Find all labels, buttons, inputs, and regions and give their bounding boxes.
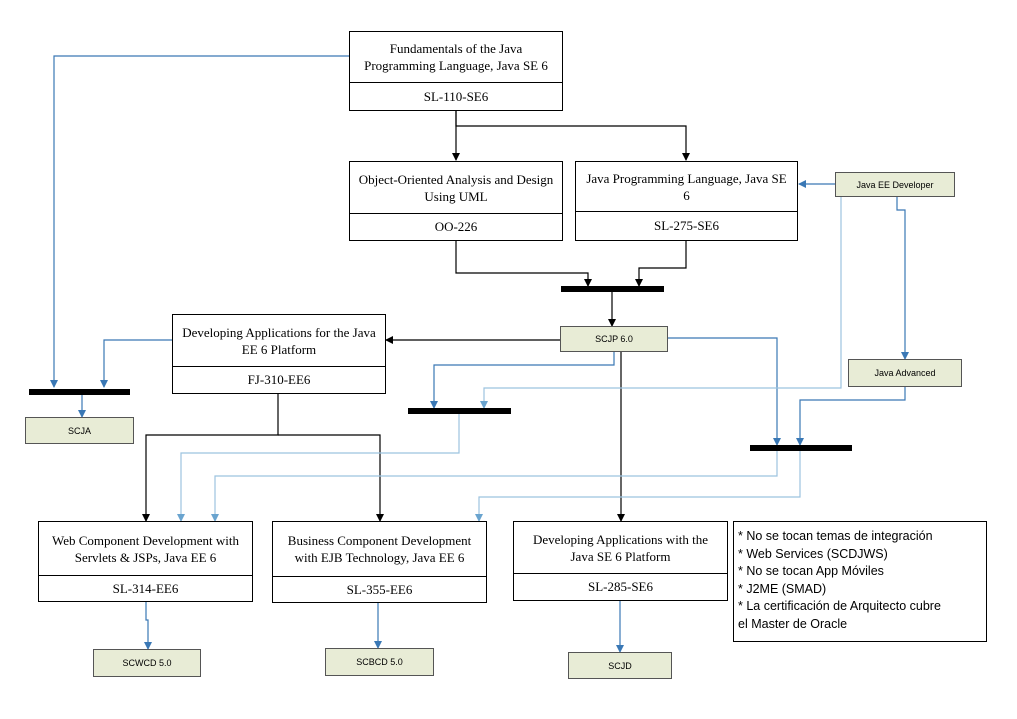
course-code: SL-275-SE6 — [654, 218, 719, 233]
edge-scjp-midbar — [430, 352, 615, 409]
course-code: OO-226 — [434, 219, 478, 234]
course-code: SL-314-EE6 — [112, 580, 179, 596]
course-title: Fundamentals of the Java Programming Lan… — [350, 32, 562, 83]
course-title: Web Component Development with Servlets … — [39, 522, 252, 576]
cert-scbcd: SCBCD 5.0 — [325, 648, 434, 676]
sync-bar-middle — [408, 408, 511, 414]
notes-box: * No se tocan temas de integración * Web… — [733, 521, 987, 642]
course-title: Developing Applications with the Java SE… — [514, 522, 727, 574]
edge-devee6-scja-bar — [100, 339, 172, 388]
note-line: * No se tocan App Móviles — [738, 564, 884, 578]
course-ooad: Object-Oriented Analysis and Design Usin… — [349, 161, 563, 241]
edge-rightbar-webcomp — [211, 451, 778, 522]
sync-bar-scjp — [561, 286, 664, 292]
edge-rightbar-business — [475, 451, 801, 522]
sync-bar-scja — [29, 389, 130, 395]
edge-javaeedev-midbar — [480, 197, 842, 409]
course-java-programming: Java Programming Language, Java SE 6 SL-… — [575, 161, 798, 241]
edge-scjp-rightbar — [668, 337, 781, 446]
note-line: el Master de Oracle — [738, 616, 848, 631]
note-line: * Web Services (SCDJWS) — [738, 546, 888, 561]
edge-javaprog-bar — [635, 241, 687, 287]
edge-fundamentals-javaprog — [455, 110, 690, 161]
course-title: Developing Applications for the Java EE … — [173, 315, 385, 367]
note-line: * La certificación de Arquitecto cubre — [738, 599, 941, 613]
edge-javaadv-rightbar — [796, 387, 906, 446]
course-title: Business Component Development with EJB … — [273, 522, 486, 577]
edge-midbar-webcomp — [177, 414, 460, 522]
course-developing-se6: Developing Applications with the Java SE… — [513, 521, 728, 601]
edge-devee6-webcomp — [142, 394, 279, 522]
cert-scjp: SCJP 6.0 — [560, 326, 668, 352]
cert-java-advanced: Java Advanced — [848, 359, 962, 387]
course-code: SL-285-SE6 — [588, 579, 653, 594]
cert-java-ee-developer: Java EE Developer — [835, 172, 955, 197]
course-code: SL-355-EE6 — [346, 581, 413, 597]
edge-javaeedev-javaadv — [896, 197, 909, 360]
edge-webcomp-scwcd — [144, 602, 152, 650]
cert-scja: SCJA — [25, 417, 134, 444]
course-web-component: Web Component Development with Servlets … — [38, 521, 253, 602]
edge-fundamentals-scja-bar — [50, 55, 349, 388]
course-business-component: Business Component Development with EJB … — [272, 521, 487, 603]
sync-bar-right — [750, 445, 852, 451]
edge-devee6-business — [278, 434, 384, 522]
course-code: FJ-310-EE6 — [247, 372, 311, 387]
edge-ooad-bar — [455, 241, 592, 287]
course-title: Object-Oriented Analysis and Design Usin… — [350, 162, 562, 214]
cert-scjd: SCJD — [568, 652, 672, 679]
course-code: SL-110-SE6 — [423, 88, 489, 104]
course-title: Java Programming Language, Java SE 6 — [576, 162, 797, 212]
course-fundamentals: Fundamentals of the Java Programming Lan… — [349, 31, 563, 111]
course-developing-ee6: Developing Applications for the Java EE … — [172, 314, 386, 394]
note-line: * J2ME (SMAD) — [738, 581, 827, 596]
note-line: * No se tocan temas de integración — [738, 529, 933, 543]
cert-scwcd: SCWCD 5.0 — [93, 649, 201, 677]
